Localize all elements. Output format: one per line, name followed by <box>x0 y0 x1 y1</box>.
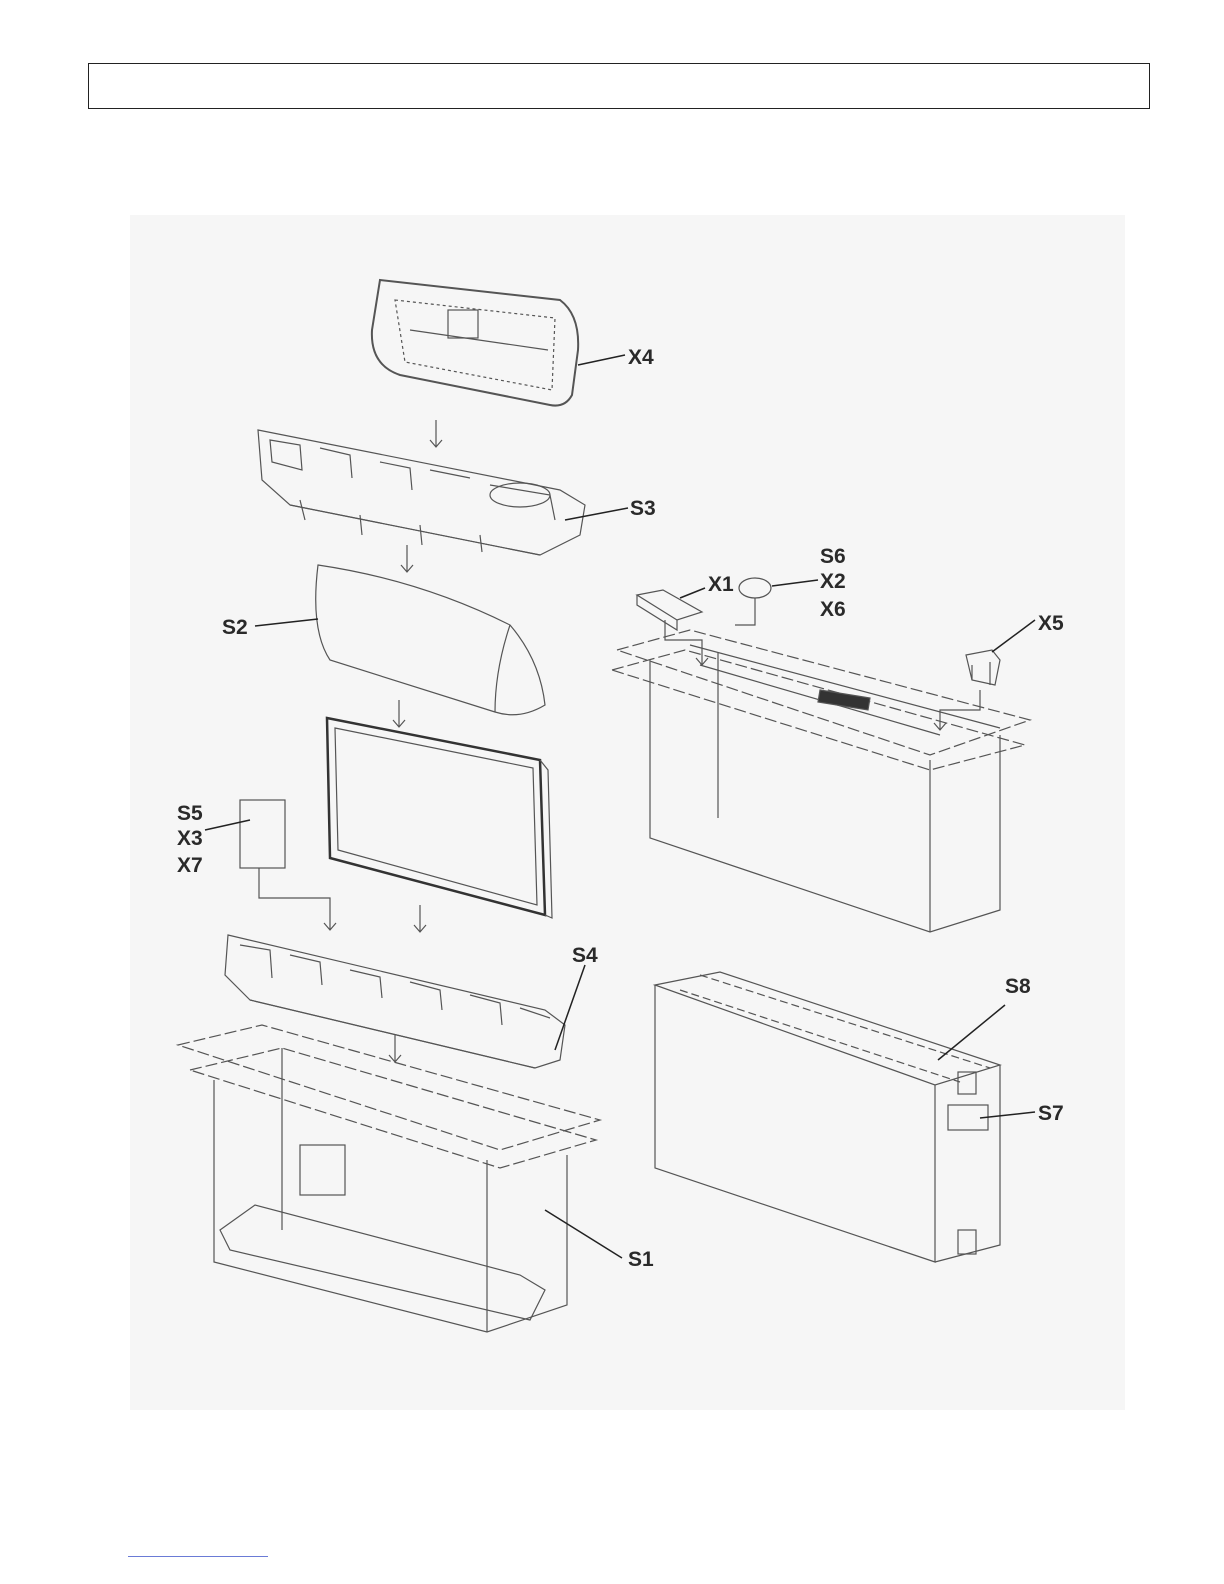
leader-x2 <box>772 580 818 586</box>
label-s4: S4 <box>572 944 598 967</box>
arrow-down-icon <box>430 420 442 447</box>
part-x2-cable <box>735 578 771 625</box>
part-x1 <box>637 590 702 630</box>
label-x4: X4 <box>628 346 654 369</box>
label-s3: S3 <box>630 497 656 520</box>
part-s8-sealed-carton <box>655 972 1000 1262</box>
part-right-carton <box>612 630 1030 932</box>
label-s5: S5 <box>177 802 203 825</box>
leader-s1 <box>545 1210 622 1258</box>
label-s8: S8 <box>1005 975 1031 998</box>
arrow-down-icon <box>393 700 405 727</box>
arrow-down-icon <box>401 545 413 572</box>
leader-s3 <box>565 508 628 520</box>
leader-s8 <box>938 1005 1005 1060</box>
label-x7: X7 <box>177 854 203 877</box>
label-x6: X6 <box>820 598 846 621</box>
part-s1-carton <box>178 1025 600 1332</box>
leader-x4 <box>578 355 625 365</box>
leader-s5 <box>205 820 250 830</box>
label-x3: X3 <box>177 827 203 850</box>
label-s2: S2 <box>222 616 248 639</box>
part-x5 <box>966 650 1000 685</box>
arrow-down-icon <box>414 905 426 932</box>
connector-s5 <box>259 868 330 930</box>
arrow-down-icon <box>389 1035 401 1062</box>
leader-s4 <box>555 965 585 1050</box>
label-x5: X5 <box>1038 612 1064 635</box>
leader-x5 <box>992 620 1035 652</box>
leader-x1 <box>680 588 705 598</box>
footer-link-rule <box>128 1556 268 1557</box>
label-x1: X1 <box>708 573 734 596</box>
part-s3-upper-foam <box>258 430 585 555</box>
part-x4-accessory-tray <box>372 280 578 406</box>
label-x2: X2 <box>820 570 846 593</box>
part-s2-protective-bag <box>316 565 545 715</box>
label-s7: S7 <box>1038 1102 1064 1125</box>
part-s5-document-pack <box>240 800 285 868</box>
part-tv-panel <box>327 718 552 918</box>
connector-x5 <box>940 690 980 730</box>
leader-s2 <box>255 619 318 626</box>
label-s6: S6 <box>820 545 846 568</box>
label-s1: S1 <box>628 1248 654 1271</box>
